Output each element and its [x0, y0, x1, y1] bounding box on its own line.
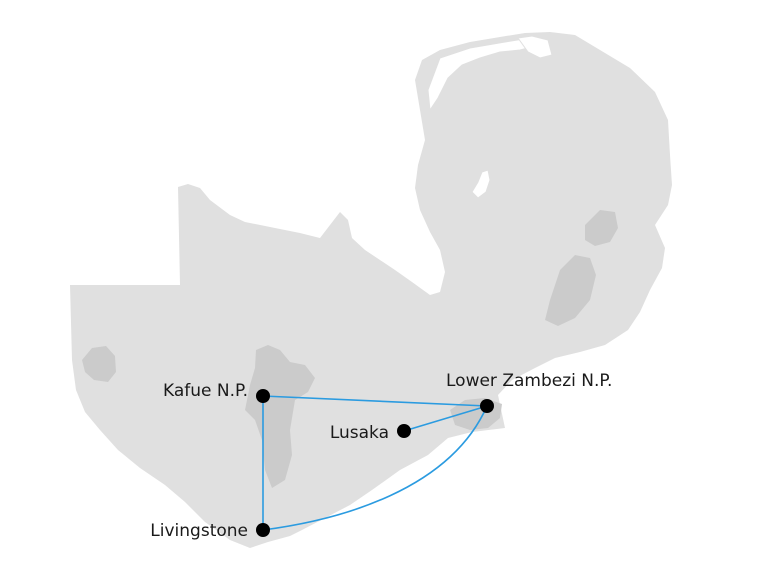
label-lower-zambezi: Lower Zambezi N.P.	[446, 371, 612, 391]
park-south-luangwa	[545, 255, 596, 326]
label-livingstone: Livingstone	[150, 521, 248, 541]
marker-livingstone[interactable]	[256, 523, 270, 537]
park-kafue	[245, 345, 315, 488]
route-lines	[262, 395, 488, 531]
park-west	[82, 346, 116, 382]
marker-kafue[interactable]	[256, 389, 270, 403]
label-lusaka: Lusaka	[330, 423, 389, 443]
place-markers	[256, 389, 494, 537]
route-kafue-lower-zambezi	[262, 395, 488, 407]
lake-mweru	[517, 35, 553, 59]
marker-lower-zambezi[interactable]	[480, 399, 494, 413]
marker-lusaka[interactable]	[397, 424, 411, 438]
route-lusaka-lower-zambezi	[403, 405, 488, 432]
route-livingstone-lower-zambezi	[262, 405, 488, 531]
park-north-luangwa	[585, 210, 618, 246]
label-kafue: Kafue N.P.	[163, 381, 248, 401]
lake-tanganyika	[427, 37, 542, 112]
country-shape	[70, 32, 672, 548]
lake-bangweulu	[471, 169, 491, 199]
